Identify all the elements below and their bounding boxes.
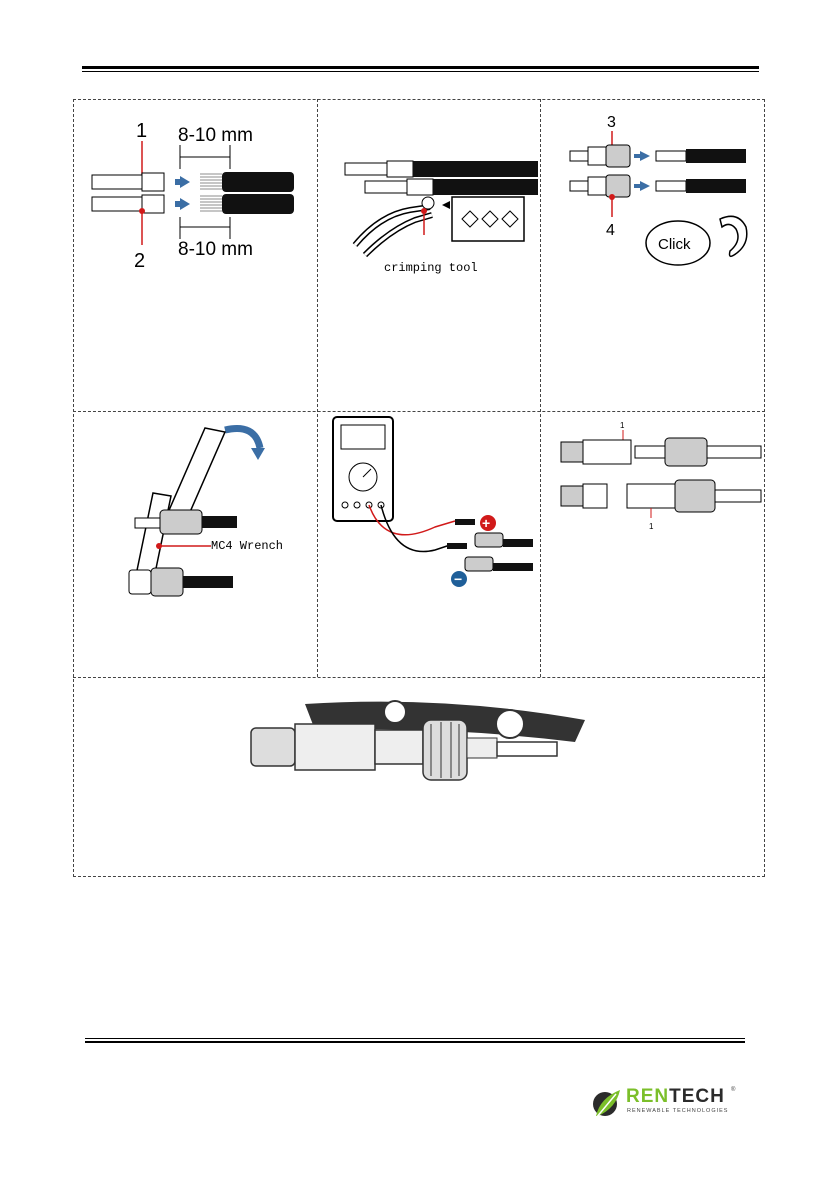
logo-wordmark-ren: REN [626,1086,669,1107]
negative-symbol: − [454,571,462,587]
figure-mc4-wrench: MC4 Wrench [105,418,305,603]
figure-strip-cable: 1 8-10 mm 2 8-10 mm [80,105,310,280]
footer-rule-thick [85,1041,745,1043]
logo-registered-mark: ® [731,1087,735,1093]
label-marker-top: 1 [620,421,625,430]
ear-icon [720,216,747,256]
callout-number-1: 1 [136,120,147,142]
logo-tagline: RENEWABLE TECHNOLOGIES [627,1108,728,1114]
logo-wordmark-tech: TECH [669,1086,725,1107]
rentech-logo: RENTECH RENEWABLE TECHNOLOGIES ® [590,1086,740,1122]
header-rule-thin [82,71,759,72]
dimension-bottom-label: 8-10 mm [178,239,253,260]
callout-number-3: 3 [607,114,616,131]
dimension-top-label: 8-10 mm [178,125,253,146]
label-marker-bottom: 1 [649,522,654,531]
figure-crimp-contact: crimping tool [340,155,540,280]
grid-divider [317,99,318,677]
logo-wordmark: RENTECH [626,1086,725,1108]
crimping-tool-label: crimping tool [384,261,478,275]
callout-number-4: 4 [606,222,615,239]
mc4-wrench-label: MC4 Wrench [211,539,283,553]
label-marker-bottom-wrap: 1 [648,520,660,532]
rentech-leaf-icon [590,1086,624,1122]
grid-divider [73,411,765,412]
figure-disconnect-wrench [245,690,590,790]
footer-rule-thin [85,1038,745,1039]
figure-insert-contact: 3 4 Click [560,105,760,275]
grid-divider [73,677,765,678]
grid-divider [540,99,541,677]
positive-symbol: + [482,515,490,531]
callout-number-2: 2 [134,250,145,272]
header-rule-thick [82,66,759,69]
click-callout: Click [658,236,691,253]
figure-measure-voltage: + − [325,415,535,600]
figure-connector-labels: 1 [553,418,763,518]
